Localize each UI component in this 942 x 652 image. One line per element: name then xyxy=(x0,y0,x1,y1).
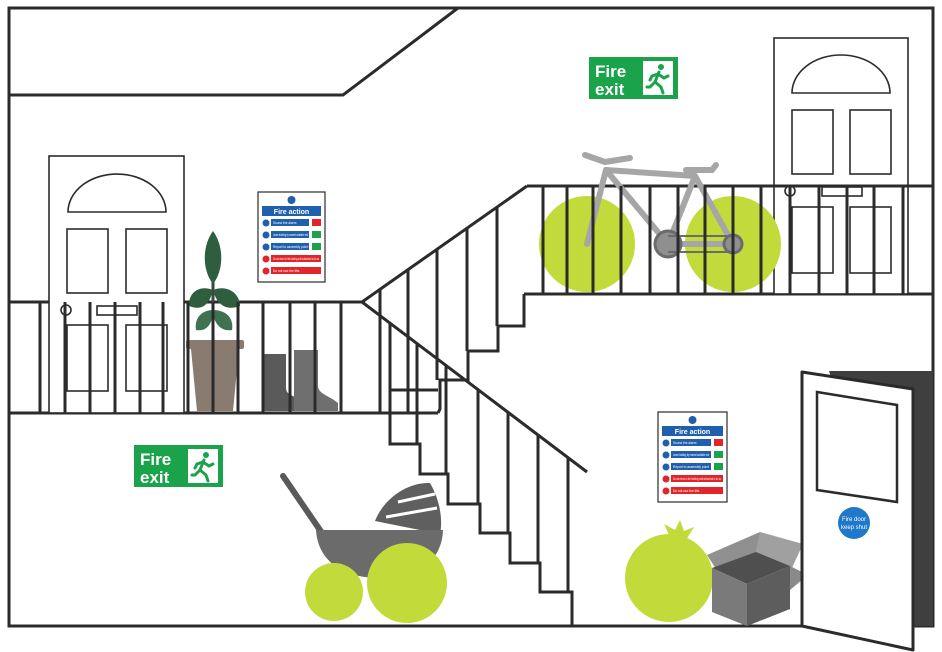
fire-action-row: Do not return to the building until auth… xyxy=(273,257,319,261)
plant-leaf xyxy=(204,231,222,284)
fire-action-row: Do not use the lifts xyxy=(673,489,700,493)
info-icon xyxy=(287,196,296,204)
fire-door-sign xyxy=(838,507,870,539)
plant-leaf xyxy=(195,310,213,331)
fire-door: Fire door keep shut xyxy=(800,370,933,652)
fire-action-notice-upper: Fire action Sound the alarm Leave buildi… xyxy=(257,191,326,283)
fire-action-row: Report to assembly point xyxy=(673,465,709,469)
pram-handle xyxy=(280,473,325,536)
fire-door-sign-line1: Fire door xyxy=(842,517,866,523)
rubbish-bag-hazard xyxy=(625,520,713,622)
running-man-icon xyxy=(190,452,215,483)
fire-exit-sign-line2: exit xyxy=(595,80,625,99)
potted-plant xyxy=(186,231,244,411)
bin-bag xyxy=(625,534,713,622)
fire-action-row: Report to assembly point xyxy=(273,245,308,249)
info-icon xyxy=(688,416,697,424)
fire-action-title: Fire action xyxy=(274,209,309,216)
fire-exit-sign-upper: Fire exit xyxy=(589,57,678,99)
upper-landing-balusters xyxy=(541,186,905,294)
fire-exit-sign-line1: Fire xyxy=(140,450,171,469)
fire-door-window xyxy=(815,390,899,504)
plant-leaf xyxy=(213,288,240,308)
upper-stair-underside xyxy=(9,6,459,97)
box-flap xyxy=(707,532,760,569)
box-inside xyxy=(712,552,790,584)
bicycle-chainring xyxy=(653,229,683,259)
lower-stair-balusters xyxy=(388,323,570,592)
fire-action-title: Fire action xyxy=(675,429,710,436)
pram-hazard xyxy=(280,473,447,623)
staircase xyxy=(361,184,933,626)
fire-action-row: Sound the alarm xyxy=(673,441,697,445)
plant-leaf xyxy=(188,288,213,308)
left-landing-balusters xyxy=(38,302,343,413)
box-flap xyxy=(790,566,808,590)
fire-action-notice-lower: Fire action Sound the alarm Leave buildi… xyxy=(657,411,728,503)
plant-pot-rim xyxy=(186,340,244,349)
fire-action-row: Leave building by nearest available exit xyxy=(673,453,709,457)
box-side xyxy=(747,566,790,626)
lower-stair-handrail xyxy=(361,300,588,474)
fire-exit-sign-lower: Fire exit xyxy=(134,445,223,487)
fire-action-row: Do not use the lifts xyxy=(273,269,300,273)
plant-pot xyxy=(191,349,239,411)
upper-stair-balusters xyxy=(378,208,499,413)
fire-action-row: Do not return to the building until auth… xyxy=(673,477,721,481)
running-man-icon xyxy=(645,64,670,95)
lower-flight-steps xyxy=(388,388,574,626)
fire-exit-sign-line2: exit xyxy=(140,468,170,487)
fire-action-row: Leave building by nearest available exit xyxy=(273,233,308,237)
fire-exit-sign-line1: Fire xyxy=(595,62,626,81)
cardboard-box-hazard xyxy=(707,532,808,626)
pram-hazard-small-wheel xyxy=(305,563,363,621)
upper-stair-handrail xyxy=(361,184,528,304)
right-apartment-door xyxy=(773,37,909,295)
plant-leaf xyxy=(213,310,233,331)
boot xyxy=(262,354,306,411)
box-front xyxy=(712,568,747,626)
fire-door-sign-line2: keep shut xyxy=(841,525,867,531)
pram-hazard-large-wheel xyxy=(367,543,447,623)
fire-action-row: Sound the alarm xyxy=(273,221,297,225)
